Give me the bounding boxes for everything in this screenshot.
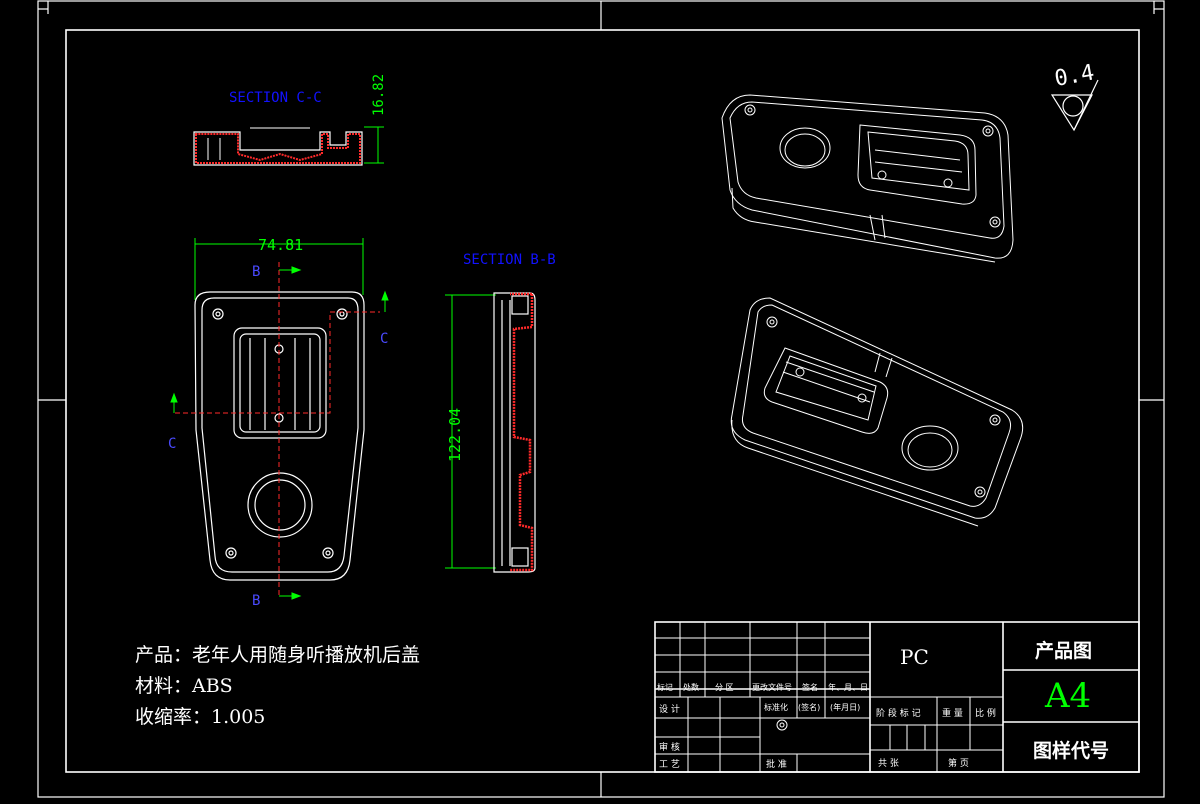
- tb-rev-mark: 标记: [657, 683, 673, 692]
- title-block-grid: [654, 621, 1140, 773]
- tb-design: 设 计: [659, 705, 680, 715]
- section-lines: [175, 262, 380, 595]
- note-material: 材料：ABS: [135, 675, 233, 697]
- tb-sign: (签名): [798, 703, 821, 712]
- section-cc-dimension: [364, 126, 384, 164]
- tb-drawing-type: 产品图: [1035, 640, 1093, 662]
- roughness-value: 0.4: [1053, 60, 1096, 92]
- section-bb-title: SECTION B-B: [463, 252, 556, 268]
- marker-b-bottom: B: [252, 593, 260, 609]
- section-cc-view: [193, 127, 363, 166]
- center-marks: [38, 1, 1164, 797]
- tb-stage-label: 阶 段 标 记: [876, 709, 921, 719]
- tb-rev-zone: 分 区: [715, 683, 734, 692]
- dim-cc-height: 16.82: [371, 74, 387, 116]
- dim-width: 74.81: [258, 236, 303, 254]
- tb-standardize: 标准化: [764, 703, 788, 712]
- dim-bb-height: 122.04: [446, 408, 464, 462]
- tb-drawing-code-label: 图样代号: [1033, 740, 1110, 762]
- tb-rev-count: 处数: [683, 683, 699, 692]
- section-cc-title: SECTION C-C: [229, 90, 322, 106]
- marker-b-top: B: [252, 264, 260, 280]
- tb-rev-date: 年、月、日: [828, 683, 868, 692]
- iso-view-bottom: [730, 297, 1024, 527]
- inner-border: [65, 29, 1140, 773]
- tb-date: (年月日): [830, 703, 861, 712]
- tb-material-name: PC: [900, 645, 929, 669]
- marker-c-right: C: [380, 331, 388, 347]
- tb-rev-sign: 签名: [802, 683, 818, 692]
- tb-weight-label: 重 量: [942, 709, 963, 719]
- tb-approve: 批 准: [766, 760, 787, 770]
- tb-sheets-total: 共 张: [878, 759, 899, 769]
- iso-view-top: [721, 94, 1014, 263]
- section-arrows: [170, 266, 389, 600]
- section-bb-view: [493, 292, 536, 573]
- marker-c-left: C: [168, 436, 176, 452]
- note-product: 产品：老年人用随身听播放机后盖: [135, 644, 421, 666]
- roughness-symbol: [1050, 79, 1099, 132]
- tb-process: 工 艺: [659, 760, 680, 770]
- top-view: [194, 291, 365, 581]
- note-shrinkage: 收缩率：1.005: [135, 706, 266, 728]
- section-bb-dimension: [445, 294, 496, 569]
- tb-sheet-no: 第 页: [948, 759, 969, 769]
- width-dimension: [194, 238, 364, 300]
- tb-sheet-size: A4: [1045, 676, 1092, 716]
- tb-review: 审 核: [659, 743, 680, 753]
- tb-scale-label: 比 例: [975, 709, 996, 719]
- section-bb-hatch: [510, 292, 534, 572]
- tb-rev-file: 更改文件号: [752, 683, 792, 692]
